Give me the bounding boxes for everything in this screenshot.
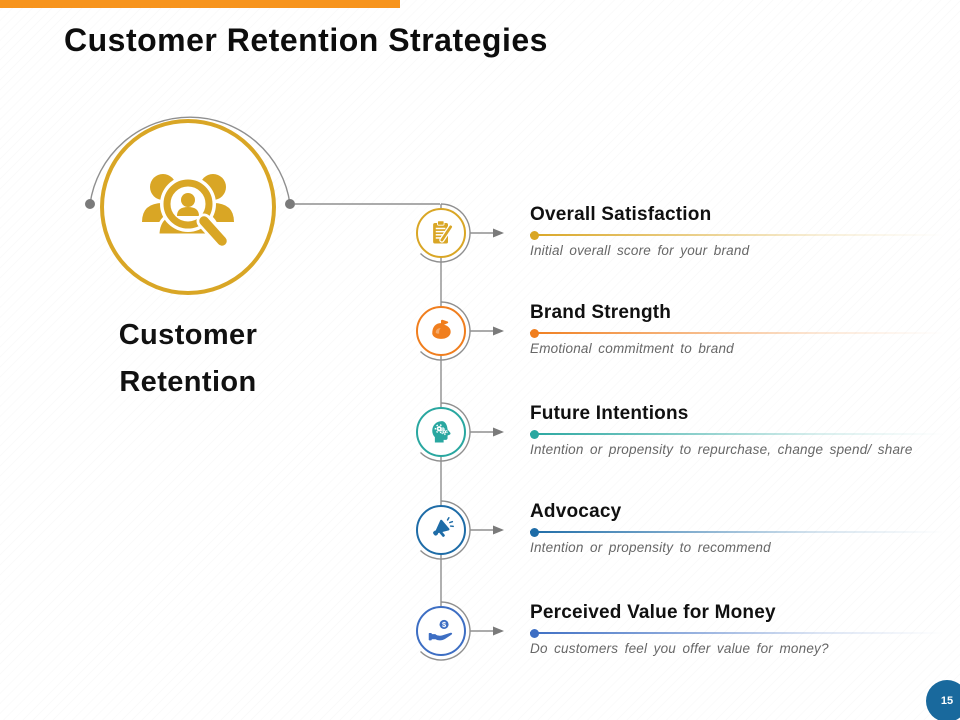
arrow-head bbox=[493, 626, 504, 636]
entry-title: Advocacy bbox=[530, 501, 622, 522]
people-search-icon bbox=[142, 174, 234, 249]
page-number: 15 bbox=[940, 695, 954, 707]
entry-divider bbox=[530, 328, 944, 338]
arc-end-dot bbox=[285, 199, 295, 209]
page-number-badge: 15 bbox=[926, 680, 960, 720]
entry-dot bbox=[530, 527, 539, 537]
accent-bar bbox=[0, 0, 400, 8]
node-brand-strength bbox=[416, 306, 466, 356]
muscle-arm-icon bbox=[432, 319, 451, 339]
arrow-head bbox=[493, 525, 504, 535]
entry-advocacy: Advocacy Intention or propensity to reco… bbox=[530, 501, 944, 555]
hub-label: Customer Retention bbox=[78, 312, 298, 406]
clipboard-pen-icon bbox=[433, 220, 454, 244]
entry-divider bbox=[530, 429, 944, 439]
entry-divider bbox=[530, 527, 944, 537]
entry-future-intentions: Future Intentions Intention or propensit… bbox=[530, 403, 944, 457]
entry-dot bbox=[530, 230, 539, 240]
node-perceived-value: $ bbox=[416, 606, 466, 656]
entry-divider bbox=[530, 230, 944, 240]
arrow-head bbox=[493, 228, 504, 238]
arrow-head bbox=[493, 326, 504, 336]
page-title: Customer Retention Strategies bbox=[64, 22, 548, 58]
entry-divider bbox=[530, 628, 944, 638]
entry-dot bbox=[530, 429, 539, 439]
entry-title: Brand Strength bbox=[530, 302, 672, 323]
entry-title: Overall Satisfaction bbox=[530, 204, 712, 225]
arc-end-dot bbox=[85, 199, 95, 209]
entry-description: Intention or propensity to recommend bbox=[530, 540, 771, 555]
node-advocacy bbox=[416, 505, 466, 555]
arrow-head bbox=[493, 427, 504, 437]
node-future-intentions bbox=[416, 407, 466, 457]
entry-dot bbox=[530, 628, 539, 638]
entry-description: Emotional commitment to brand bbox=[530, 341, 734, 356]
entry-perceived-value: Perceived Value for Money Do customers f… bbox=[530, 602, 944, 656]
entry-brand-strength: Brand Strength Emotional commitment to b… bbox=[530, 302, 944, 356]
entry-title: Perceived Value for Money bbox=[530, 602, 776, 623]
entry-description: Initial overall score for your brand bbox=[530, 243, 750, 258]
node-overall-satisfaction bbox=[416, 208, 466, 258]
entry-description: Intention or propensity to repurchase, c… bbox=[530, 442, 913, 457]
hub-label-line2: Retention bbox=[119, 366, 257, 398]
entry-description: Do customers feel you offer value for mo… bbox=[530, 641, 829, 656]
hub-label-line1: Customer bbox=[118, 319, 258, 351]
entry-title: Future Intentions bbox=[530, 403, 689, 424]
entry-dot bbox=[530, 328, 539, 338]
hub-circle bbox=[100, 119, 276, 295]
megaphone-icon bbox=[433, 517, 454, 537]
head-gears-icon bbox=[432, 421, 451, 443]
hand-coin-icon: $ bbox=[428, 619, 453, 641]
entry-overall-satisfaction: Overall Satisfaction Initial overall sco… bbox=[530, 204, 944, 258]
